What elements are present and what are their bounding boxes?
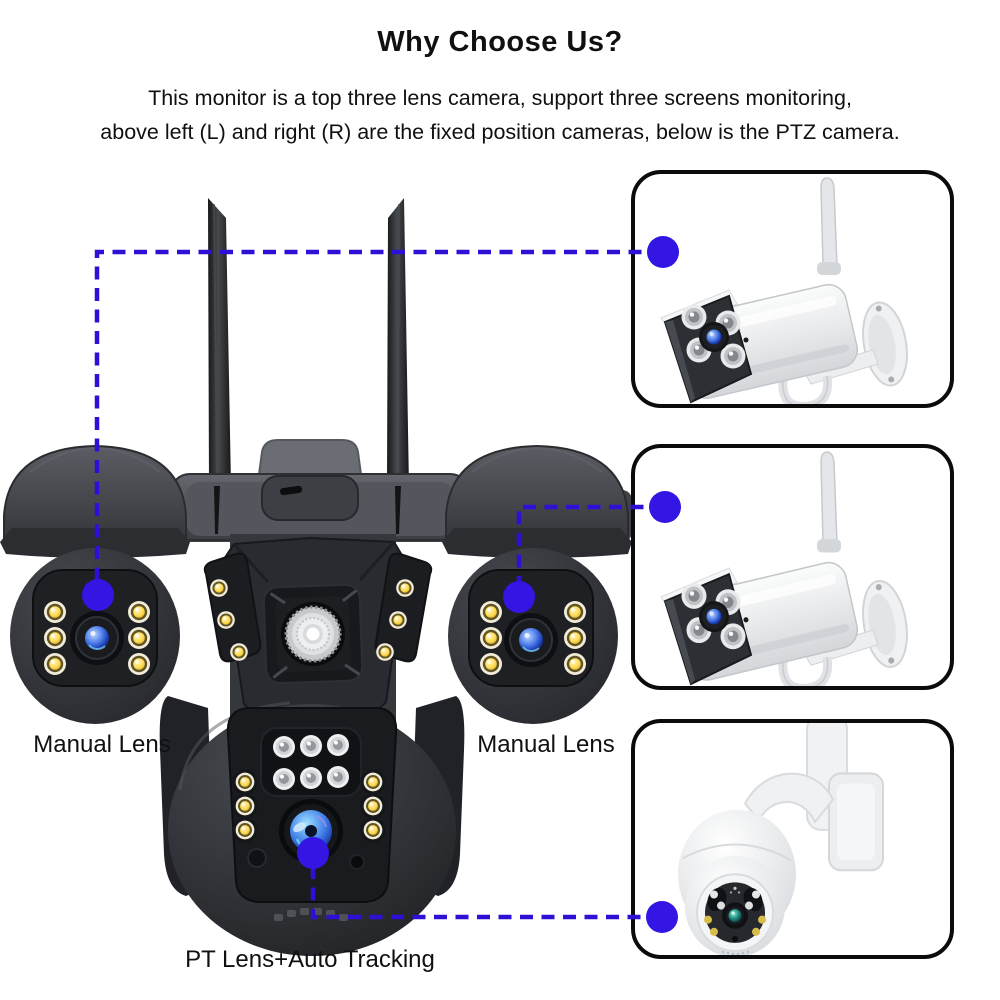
ptz-lens	[279, 799, 343, 863]
manual-lens-left	[69, 610, 125, 666]
label-manual-lens-right: Manual Lens	[477, 731, 615, 758]
bullet-camera-illustration-1	[635, 174, 950, 404]
fixed-camera-left	[0, 444, 190, 724]
description-line-1: This monitor is a top three lens camera,…	[148, 86, 852, 110]
page-title: Why Choose Us?	[377, 26, 623, 58]
main-camera-illustration	[0, 198, 632, 956]
label-ptz-lens: PT Lens+Auto Tracking	[185, 946, 435, 973]
manual-lens-right	[503, 612, 559, 668]
header: Why Choose Us? This monitor is a top thr…	[0, 0, 1000, 149]
inset-box-fixed-camera-1	[631, 170, 954, 408]
inset-box-ptz-camera	[631, 719, 954, 959]
center-spotlight	[262, 583, 364, 685]
bullet-camera-illustration-2	[635, 448, 950, 686]
description: This monitor is a top three lens camera,…	[0, 81, 1000, 149]
label-manual-lens-left: Manual Lens	[33, 731, 171, 758]
dome-camera-illustration	[676, 723, 885, 955]
ptz-camera-head	[159, 696, 465, 956]
fixed-camera-right	[442, 444, 632, 724]
inset-box-fixed-camera-2	[631, 444, 954, 690]
center-lens-module	[203, 534, 433, 730]
description-line-2: above left (L) and right (R) are the fix…	[100, 120, 900, 144]
